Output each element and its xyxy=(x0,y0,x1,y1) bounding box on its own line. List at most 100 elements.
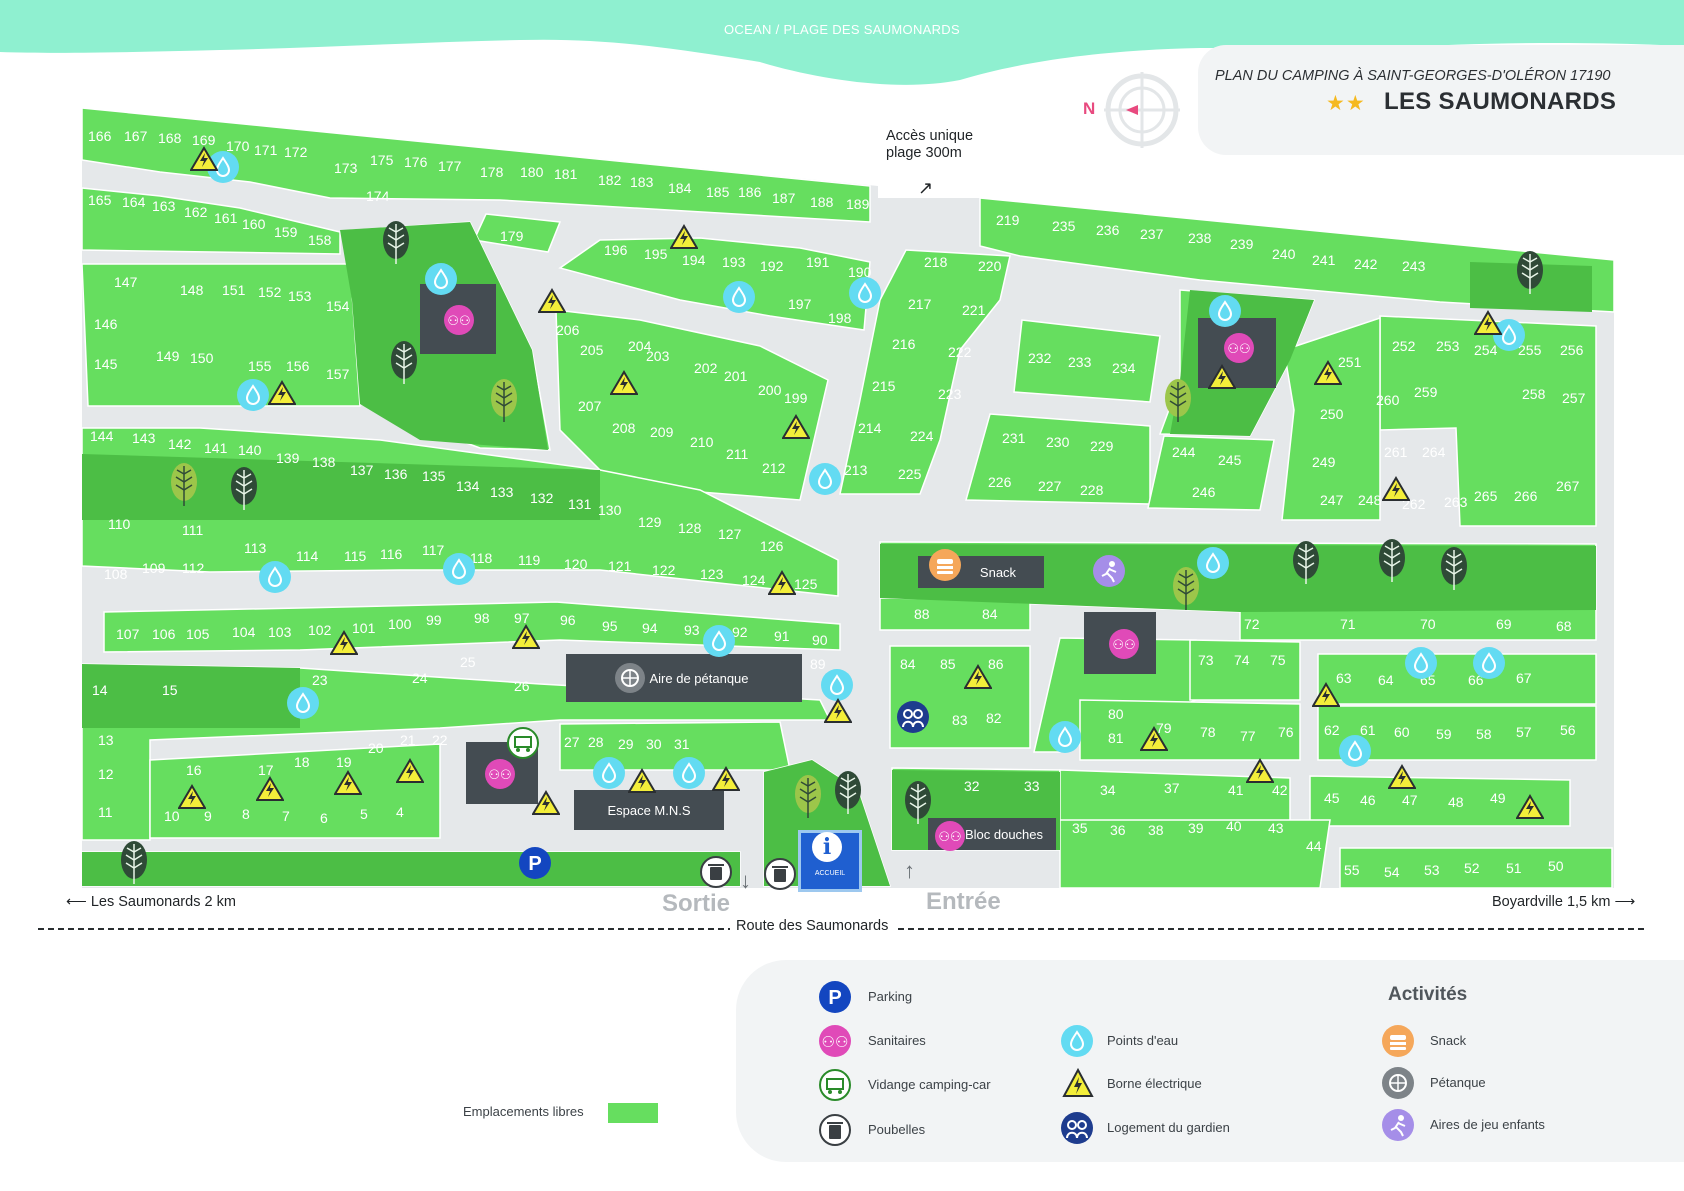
lot-number: 195 xyxy=(644,246,668,262)
block-232-234 xyxy=(1013,319,1161,403)
left-arrow-icon: ⟵ xyxy=(66,894,91,910)
lot-number: 7 xyxy=(282,808,290,824)
lot-number: 77 xyxy=(1240,728,1256,744)
right-arrow-icon: ⟶ xyxy=(1610,894,1636,910)
lot-number: 244 xyxy=(1172,444,1196,460)
lot-number: 21 xyxy=(400,732,416,748)
lot-number: 178 xyxy=(480,164,504,180)
lot-number: 148 xyxy=(180,282,204,298)
lot-number: 234 xyxy=(1112,360,1136,376)
lot-number: 171 xyxy=(254,142,278,158)
lot-number: 42 xyxy=(1272,782,1288,798)
lot-number: 151 xyxy=(222,282,246,298)
rating-stars: ★★ xyxy=(1326,92,1366,115)
lot-number: 54 xyxy=(1384,864,1400,880)
lot-number: 253 xyxy=(1436,338,1460,354)
electric-borne-icon xyxy=(511,624,541,655)
block-16-4 xyxy=(149,743,441,839)
lot-number: 123 xyxy=(700,566,724,582)
info-icon: i xyxy=(812,832,842,862)
lot-number: 240 xyxy=(1272,246,1296,262)
lot-number: 185 xyxy=(706,184,730,200)
lot-number: 225 xyxy=(898,466,922,482)
lot-number: 260 xyxy=(1376,392,1400,408)
block-72-68 xyxy=(1239,607,1597,641)
lot-number: 128 xyxy=(678,520,702,536)
lot-number: 97 xyxy=(514,610,530,626)
block-35-44-bottom xyxy=(1059,819,1331,889)
guardian-icon xyxy=(896,700,930,739)
lot-number: 224 xyxy=(910,428,934,444)
lot-number: 49 xyxy=(1490,790,1506,806)
lot-number: 104 xyxy=(232,624,256,640)
lot-number: 129 xyxy=(638,514,662,530)
lot-number: 174 xyxy=(366,188,390,204)
lot-number: 189 xyxy=(846,196,870,212)
electric-borne-icon xyxy=(1245,758,1275,789)
lot-number: 93 xyxy=(684,622,700,638)
lot-number: 139 xyxy=(276,450,300,466)
lot-number: 82 xyxy=(986,710,1002,726)
lot-number: 4 xyxy=(396,804,404,820)
water-point-icon xyxy=(286,686,320,725)
lot-number: 239 xyxy=(1230,236,1254,252)
activities-title: Activités xyxy=(1388,984,1468,1005)
lot-number: 48 xyxy=(1448,794,1464,810)
lot-number: 242 xyxy=(1354,256,1378,272)
lot-number: 197 xyxy=(788,296,812,312)
bloc-douches-label: Bloc douches xyxy=(964,826,1044,842)
lot-number: 169 xyxy=(192,132,216,148)
lot-number: 255 xyxy=(1518,342,1542,358)
lot-number: 175 xyxy=(370,152,394,168)
sanitaires-icon: ⚇⚇ xyxy=(1223,332,1255,369)
lot-number: 207 xyxy=(578,398,602,414)
mns-label: Espace M.N.S xyxy=(607,802,691,818)
ocean-band xyxy=(0,0,1684,85)
lot-number: 235 xyxy=(1052,218,1076,234)
lot-number: 192 xyxy=(760,258,784,274)
lot-number: 64 xyxy=(1378,672,1394,688)
electric-borne-icon xyxy=(609,370,639,401)
electric-borne-icon xyxy=(1139,726,1169,757)
lot-number: 101 xyxy=(352,620,376,636)
electric-borne-icon xyxy=(823,698,853,729)
lot-number: 161 xyxy=(214,210,238,226)
lot-number: 153 xyxy=(288,288,312,304)
lot-number: 256 xyxy=(1560,342,1584,358)
lot-number: 180 xyxy=(520,164,544,180)
legend-poubelles: Poubelles xyxy=(868,1122,926,1137)
lot-number: 135 xyxy=(422,468,446,484)
lot-number: 30 xyxy=(646,736,662,752)
lot-number: 247 xyxy=(1320,492,1344,508)
lot-number: 156 xyxy=(286,358,310,374)
sanitaires-icon: ⚇⚇ xyxy=(819,1025,851,1057)
lot-number: 208 xyxy=(612,420,636,436)
lot-number: 100 xyxy=(388,616,412,632)
water-point-icon xyxy=(1208,294,1242,333)
parking-icon: P xyxy=(518,846,552,885)
water-point-icon xyxy=(1404,646,1438,685)
lot-number: 88 xyxy=(914,606,930,622)
legend-logement: Logement du gardien xyxy=(1107,1120,1230,1135)
playground-icon xyxy=(1382,1109,1414,1141)
lot-number: 94 xyxy=(642,620,658,636)
lot-number: 35 xyxy=(1072,820,1088,836)
lot-number: 159 xyxy=(274,224,298,240)
lot-number: 45 xyxy=(1324,790,1340,806)
lot-number: 8 xyxy=(242,806,250,822)
block-196-190 xyxy=(558,237,871,331)
lot-number: 127 xyxy=(718,526,742,542)
lot-number: 56 xyxy=(1560,722,1576,738)
lot-number: 160 xyxy=(242,216,266,232)
electric-borne-icon xyxy=(669,224,699,255)
lot-number: 263 xyxy=(1444,494,1468,510)
lot-number: 26 xyxy=(514,678,530,694)
lot-number: 236 xyxy=(1096,222,1120,238)
lot-number: 32 xyxy=(964,778,980,794)
lot-number: 67 xyxy=(1516,670,1532,686)
legend-sanitaires: Sanitaires xyxy=(868,1033,926,1048)
electric-borne-icon xyxy=(963,664,993,695)
block-219-243 xyxy=(979,197,1615,313)
lot-number: 63 xyxy=(1336,670,1352,686)
lot-number: 213 xyxy=(844,462,868,478)
